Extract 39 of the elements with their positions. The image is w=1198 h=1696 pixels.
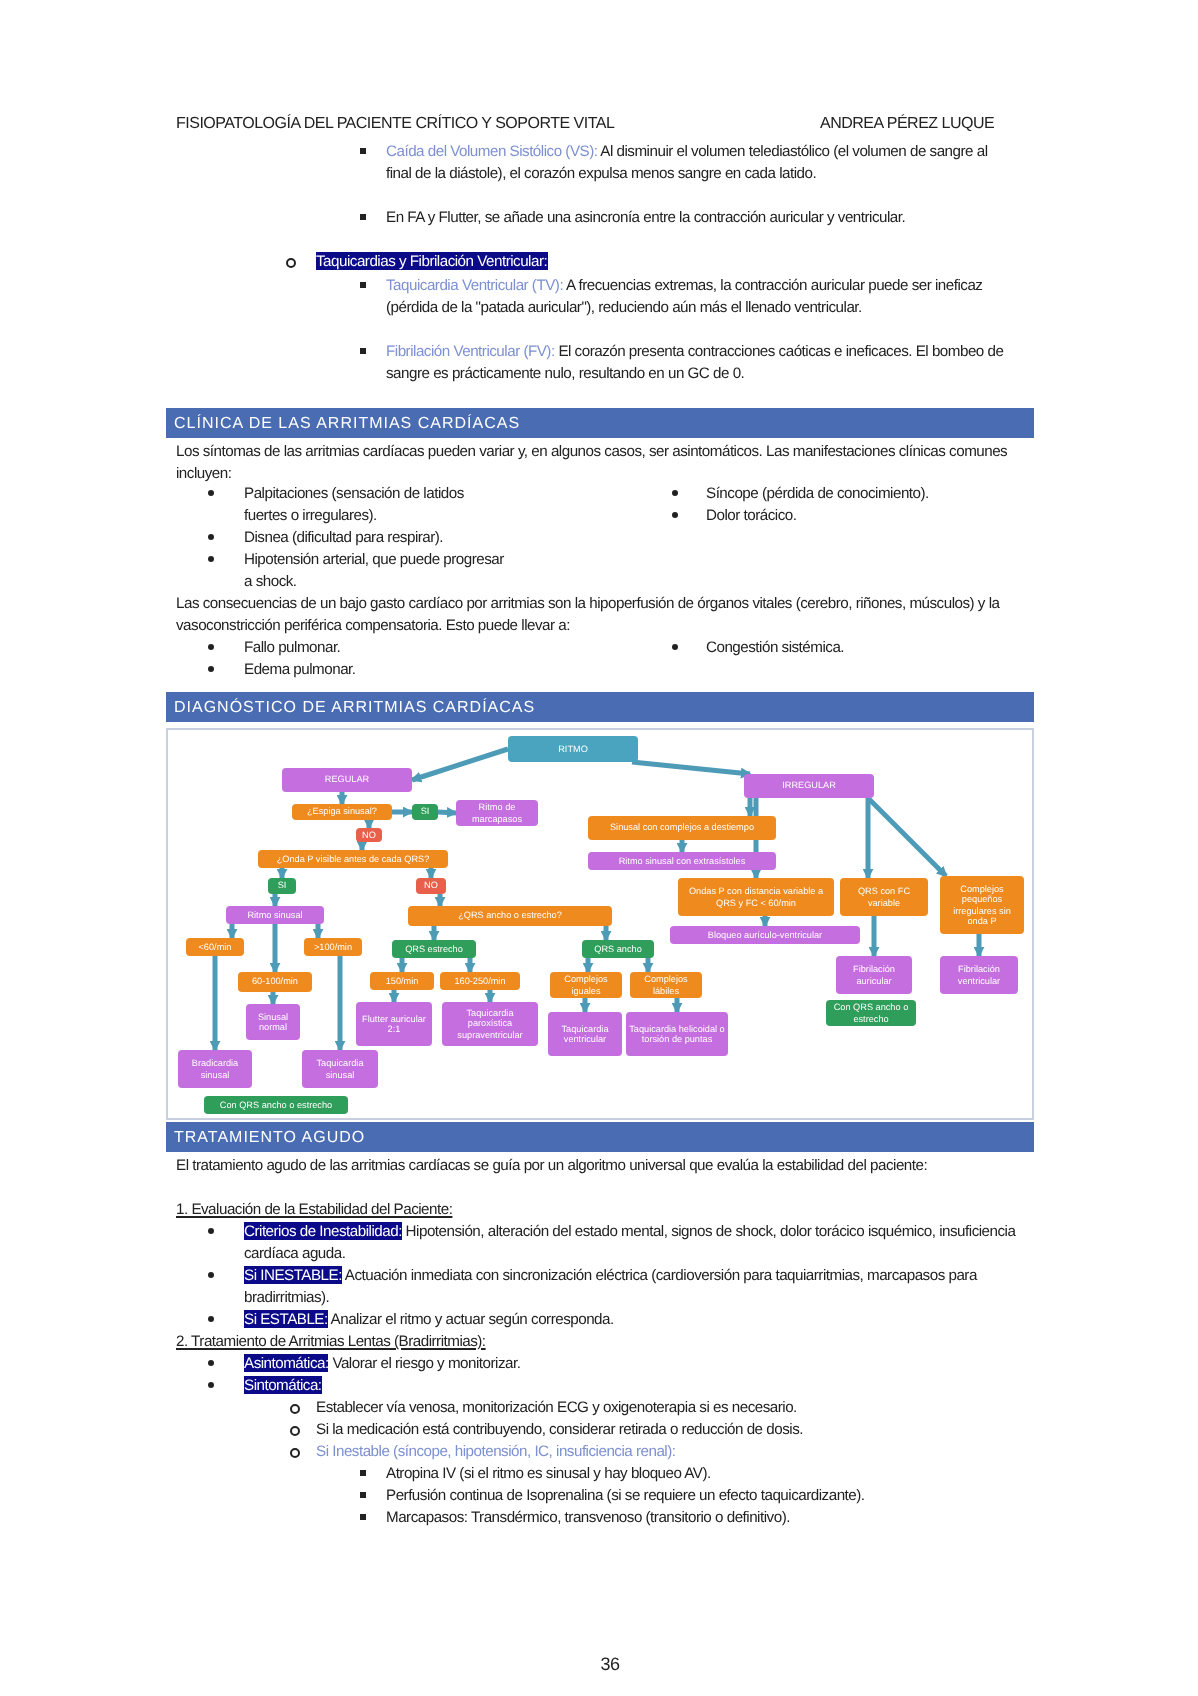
arrow bbox=[582, 958, 594, 974]
arrow bbox=[276, 868, 288, 880]
page-number: 36 bbox=[598, 1654, 622, 1676]
arrow bbox=[642, 958, 654, 974]
arrow bbox=[269, 894, 281, 908]
arrow bbox=[209, 956, 221, 1052]
arrow bbox=[464, 958, 476, 974]
arrow bbox=[437, 807, 458, 818]
arrow bbox=[759, 916, 771, 928]
arrow bbox=[579, 998, 591, 1014]
arrow bbox=[356, 840, 368, 852]
arrow bbox=[425, 868, 437, 880]
section-heading: TRATAMIENTO AGUDO bbox=[166, 1122, 1034, 1152]
section-heading: CLÍNICA DE LAS ARRITMIAS CARDÍACAS bbox=[166, 408, 1034, 438]
arrow bbox=[868, 916, 880, 958]
arrow bbox=[388, 990, 400, 1004]
arrow bbox=[334, 956, 346, 1052]
arrow bbox=[226, 924, 238, 940]
arrow bbox=[671, 998, 683, 1014]
arrow bbox=[267, 992, 279, 1006]
arrow bbox=[434, 894, 446, 908]
arrow bbox=[428, 926, 440, 942]
arrow bbox=[744, 798, 756, 818]
arrow bbox=[484, 990, 496, 1004]
arrow bbox=[336, 792, 348, 806]
arrow bbox=[269, 924, 281, 974]
section-heading: DIAGNÓSTICO DE ARRITMIAS CARDÍACAS bbox=[166, 692, 1034, 722]
arrow bbox=[410, 746, 509, 783]
arrow bbox=[396, 958, 408, 974]
arrow bbox=[363, 818, 375, 830]
arrow bbox=[862, 798, 874, 880]
arrow bbox=[973, 934, 985, 958]
arrow bbox=[676, 840, 688, 854]
arrow bbox=[600, 926, 612, 942]
arrow bbox=[866, 796, 948, 878]
running-header: ANDREA PÉREZ LUQUE bbox=[820, 112, 997, 134]
arrow bbox=[392, 806, 414, 818]
arrow bbox=[312, 924, 324, 940]
arrow bbox=[631, 759, 752, 779]
